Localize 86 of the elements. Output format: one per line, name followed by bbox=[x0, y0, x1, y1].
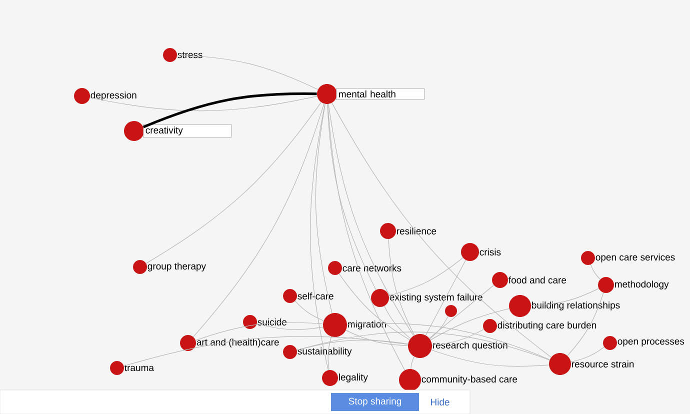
connector-line bbox=[142, 92, 317, 128]
graph-node: depression bbox=[74, 88, 136, 104]
graph-node: building relationships bbox=[509, 295, 620, 317]
node-label: crisis bbox=[480, 248, 501, 256]
graph-node: resource strain bbox=[549, 353, 634, 375]
graph-node: crisis bbox=[461, 243, 501, 261]
connector-line bbox=[430, 316, 448, 340]
node-label: open care services bbox=[596, 254, 675, 262]
connector-line bbox=[388, 258, 464, 296]
connector-line bbox=[146, 102, 322, 264]
connector-line bbox=[193, 103, 324, 338]
connector-line bbox=[425, 260, 466, 336]
connector-line bbox=[296, 340, 408, 350]
graph-node: stress bbox=[163, 48, 202, 62]
node-label: care networks bbox=[342, 264, 402, 272]
node-label: legality bbox=[339, 374, 368, 382]
node-label: depression bbox=[90, 92, 136, 100]
node-label: group therapy bbox=[148, 262, 206, 272]
connector-line bbox=[384, 306, 411, 339]
connector-line bbox=[338, 274, 410, 340]
connector-line bbox=[346, 322, 550, 360]
stop-sharing-button: Stop sharing bbox=[331, 393, 419, 411]
node-label: sustainability bbox=[298, 348, 352, 356]
graph-node: art and (health)care bbox=[180, 335, 279, 351]
node-label: resource strain bbox=[572, 360, 634, 368]
connector-line bbox=[567, 292, 604, 356]
connector-line bbox=[388, 238, 415, 336]
graph-node bbox=[445, 305, 457, 317]
connector-line bbox=[296, 332, 550, 360]
connector-line bbox=[431, 350, 550, 367]
connector-line bbox=[346, 330, 408, 346]
node-label: food and care bbox=[508, 276, 566, 284]
connector-line bbox=[327, 104, 406, 370]
graph-node: research question bbox=[408, 334, 508, 358]
node-label: trauma bbox=[124, 364, 154, 372]
graph-node: existing system failure bbox=[371, 289, 482, 307]
connector-line bbox=[124, 336, 408, 366]
connector-line bbox=[327, 104, 376, 290]
connector-line bbox=[328, 104, 414, 336]
connector-line bbox=[530, 288, 599, 306]
connector-line bbox=[195, 322, 324, 341]
connector-line bbox=[328, 336, 332, 370]
node-label: research question bbox=[433, 342, 508, 350]
connector-line bbox=[294, 300, 324, 321]
node-label: resilience bbox=[397, 228, 436, 234]
graph-node: resilience bbox=[380, 223, 436, 239]
hide-link: Hide bbox=[431, 398, 450, 406]
graph-node: self-care bbox=[283, 289, 334, 303]
graph-node: food and care bbox=[492, 272, 566, 288]
node-label: building relationships bbox=[532, 302, 620, 310]
connector-line bbox=[332, 102, 552, 358]
graph-node: trauma bbox=[110, 361, 154, 375]
connector-line bbox=[410, 356, 414, 370]
graph-node: open processes bbox=[603, 336, 684, 350]
node-label: suicide bbox=[258, 318, 287, 326]
node-label: existing system failure bbox=[390, 294, 482, 302]
graph-node: methodology bbox=[598, 277, 669, 293]
graph-node: legality bbox=[322, 370, 368, 386]
connector-line bbox=[432, 329, 484, 346]
graph-node: creativity bbox=[124, 121, 232, 141]
connector-line bbox=[590, 264, 600, 280]
connector-line bbox=[90, 96, 318, 112]
graph-node: distributing care burden bbox=[483, 319, 596, 333]
node-label: self-care bbox=[298, 292, 334, 300]
graph-node: open care services bbox=[581, 251, 675, 265]
connector-line bbox=[570, 346, 604, 362]
graph-node: suicide bbox=[243, 315, 287, 329]
node-label: stress bbox=[178, 52, 202, 58]
connector-line bbox=[430, 308, 510, 340]
graph-node: sustainability bbox=[283, 345, 352, 359]
connector-line bbox=[176, 54, 318, 90]
graph-node: group therapy bbox=[133, 260, 206, 274]
node-label: distributing care burden bbox=[498, 322, 596, 330]
node-label: art and (health)care bbox=[196, 338, 279, 348]
connector-line bbox=[310, 104, 329, 370]
connector-line bbox=[256, 323, 324, 330]
graph-node: migration bbox=[323, 313, 386, 337]
node-label: open processes bbox=[618, 339, 684, 347]
graph-node: community-based care bbox=[399, 369, 518, 391]
node-label: migration bbox=[348, 320, 386, 330]
node-label: community-based care bbox=[422, 376, 518, 384]
graph-node: care networks bbox=[328, 261, 402, 275]
graph-node: mental health bbox=[317, 84, 425, 104]
connector-line bbox=[429, 284, 494, 339]
node-label: methodology bbox=[615, 280, 669, 290]
connector-line bbox=[315, 104, 332, 314]
